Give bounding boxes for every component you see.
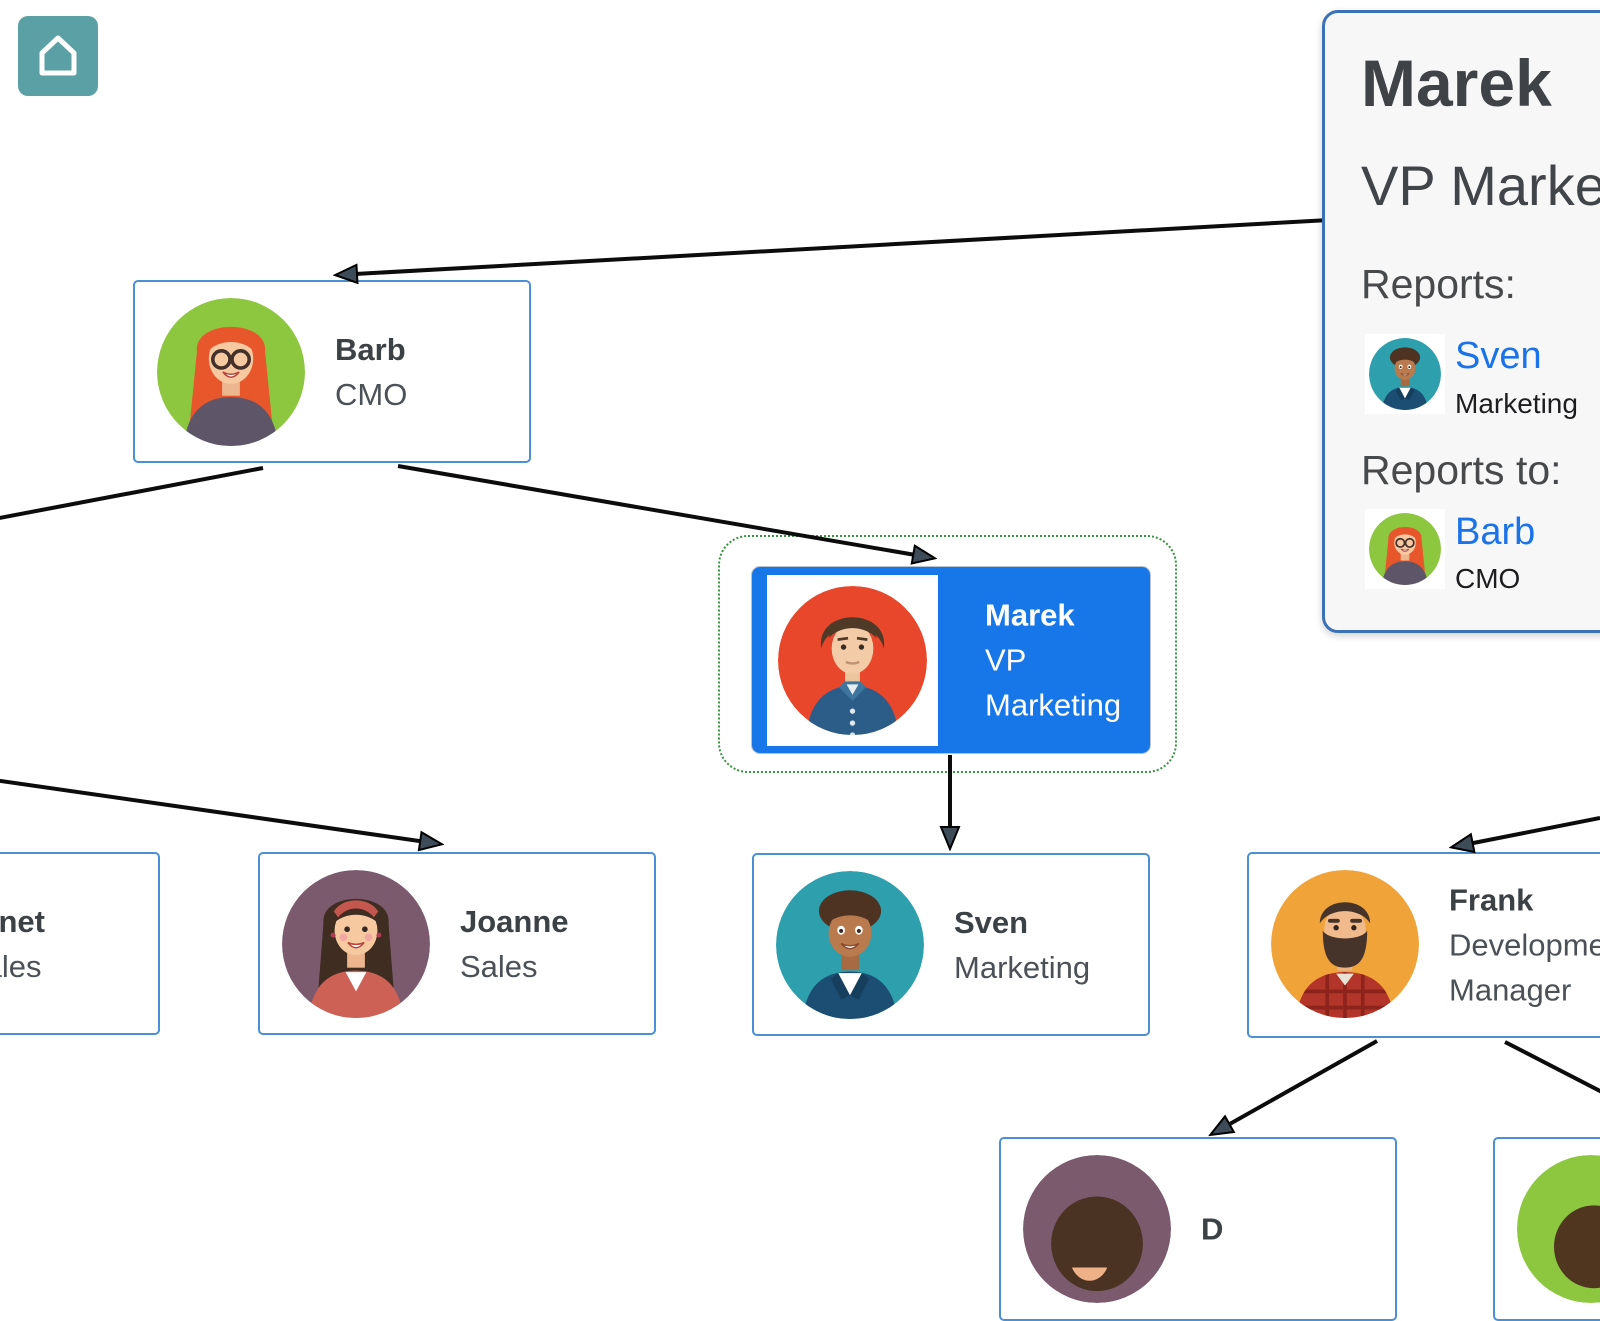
home-icon bbox=[39, 35, 77, 76]
arrow-frank-to-offscreen-right bbox=[1504, 1040, 1600, 1094]
barb-avatar bbox=[157, 298, 305, 446]
node-name: Barb bbox=[335, 331, 406, 367]
org-node-bottom-right[interactable] bbox=[1493, 1137, 1600, 1321]
arrow-to-frank bbox=[1453, 816, 1600, 847]
panel-subtitle: VP Marketing bbox=[1361, 154, 1600, 217]
node-role: CMO bbox=[335, 376, 408, 412]
node-role: Marketing bbox=[954, 949, 1091, 985]
org-node-janet[interactable]: Janet Sales bbox=[0, 852, 160, 1035]
node-name: Sven bbox=[954, 904, 1029, 940]
org-node-sven[interactable]: Sven Marketing bbox=[752, 853, 1150, 1036]
reports-item-avatar-tile bbox=[1365, 334, 1445, 414]
arrow-to-joanne bbox=[0, 778, 440, 844]
node-role: Development Manager bbox=[1449, 927, 1600, 1008]
node-name: Joanne bbox=[460, 903, 569, 939]
org-node-marek-selected[interactable]: Marek VP Marketing bbox=[752, 567, 1150, 753]
barb-mini-avatar bbox=[1369, 513, 1441, 585]
sven-mini-avatar bbox=[1369, 338, 1441, 410]
reports-item-role: Marketing bbox=[1455, 388, 1578, 419]
bottom-right-avatar bbox=[1517, 1155, 1600, 1303]
panel-title: Marek bbox=[1361, 46, 1552, 120]
node-name: Marek bbox=[985, 597, 1075, 633]
marek-avatar bbox=[778, 586, 927, 735]
org-node-frank[interactable]: Frank Development Manager bbox=[1247, 852, 1600, 1038]
org-node-barb[interactable]: Barb CMO bbox=[133, 280, 531, 463]
reports-to-item-link-barb[interactable]: Barb bbox=[1455, 511, 1536, 553]
node-name: D bbox=[1201, 1211, 1224, 1247]
reports-to-item-role: CMO bbox=[1455, 563, 1521, 594]
node-role: Sales bbox=[460, 948, 538, 984]
node-name: Frank bbox=[1449, 882, 1534, 918]
joanne-avatar bbox=[282, 870, 430, 1018]
org-node-bottom-left[interactable]: D bbox=[999, 1137, 1397, 1321]
home-button[interactable] bbox=[18, 16, 98, 96]
reports-label: Reports: bbox=[1361, 261, 1516, 307]
node-role: Sales bbox=[0, 948, 42, 984]
detail-panel: Marek VP Marketing Reports: Sven Marketi… bbox=[1322, 10, 1600, 633]
reports-to-label: Reports to: bbox=[1361, 447, 1562, 493]
selection-outline bbox=[718, 535, 1177, 773]
sven-avatar bbox=[776, 871, 924, 1019]
reports-item-link-sven[interactable]: Sven bbox=[1455, 335, 1542, 377]
node-role: VP Marketing bbox=[985, 642, 1122, 723]
org-node-joanne[interactable]: Joanne Sales bbox=[258, 852, 656, 1035]
reports-to-item-avatar-tile bbox=[1365, 509, 1445, 589]
bottom-left-avatar bbox=[1023, 1155, 1171, 1303]
marek-photo-tile bbox=[767, 575, 938, 746]
arrow-frank-to-bottom-left bbox=[1212, 1039, 1378, 1134]
node-name: Janet bbox=[0, 903, 45, 939]
arrow-barb-to-offscreen-left bbox=[0, 466, 264, 520]
frank-avatar bbox=[1271, 870, 1419, 1018]
